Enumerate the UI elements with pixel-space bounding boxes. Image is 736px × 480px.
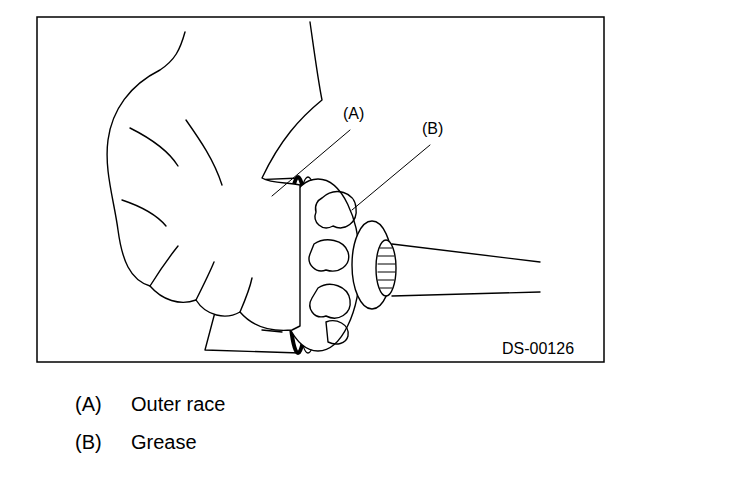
figure-code: DS-00126 xyxy=(502,340,574,358)
legend-text: Outer race xyxy=(131,393,225,416)
palm-crease xyxy=(186,120,222,185)
grease-blob xyxy=(315,192,356,228)
finger-crease xyxy=(122,200,166,226)
grease-blob xyxy=(326,321,348,344)
finger-crease xyxy=(150,246,178,286)
grease-blob xyxy=(310,284,350,318)
legend-letter: (B) xyxy=(75,431,102,454)
leader-line xyxy=(272,130,350,196)
finger-crease xyxy=(196,262,214,300)
leader-line xyxy=(352,145,430,210)
finger-crease xyxy=(130,128,178,166)
figure-frame xyxy=(37,17,604,362)
spline-teeth xyxy=(378,248,395,288)
hand-outline xyxy=(107,22,322,330)
callout-letter: (B) xyxy=(422,120,443,138)
shaft-edge xyxy=(392,292,540,296)
legend-text: Grease xyxy=(131,431,197,454)
callout-letter: (A) xyxy=(343,105,364,123)
finger-crease xyxy=(240,278,252,312)
legend-letter: (A) xyxy=(75,393,102,416)
grease-blob xyxy=(309,240,349,271)
shaft-spline xyxy=(376,240,396,296)
shaft-edge xyxy=(392,244,540,262)
